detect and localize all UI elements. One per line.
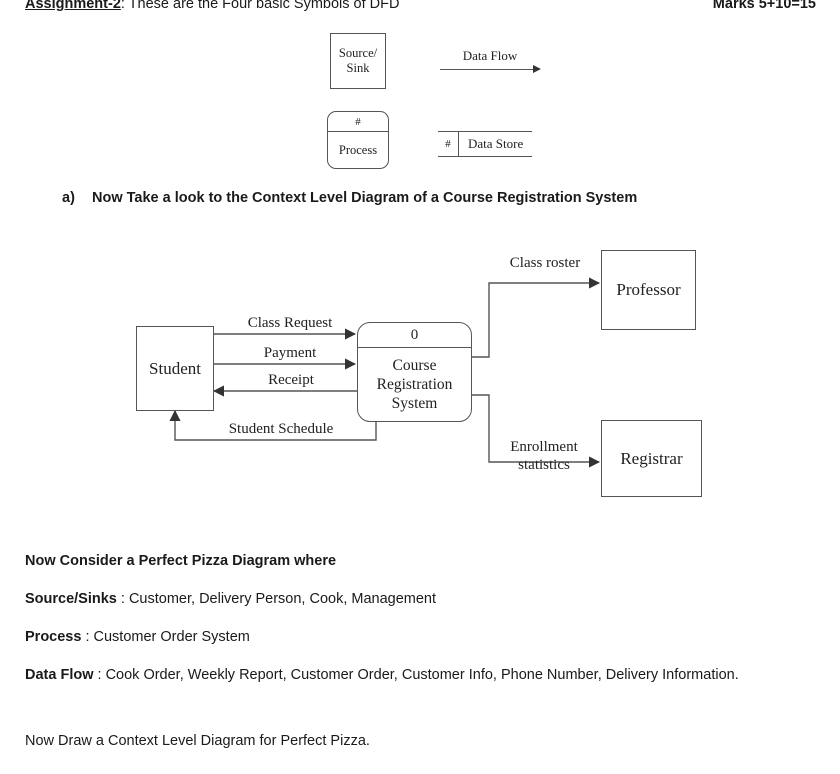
- diagram-connectors: [169, 277, 601, 468]
- flow-label-class-request: Class Request: [247, 315, 333, 331]
- process-course-registration-system: 0 Course Registration System: [357, 322, 472, 422]
- arrow-head-icon: [533, 65, 541, 73]
- assignment-subtitle: : These are the Four basic Symbols of DF…: [120, 0, 400, 12]
- data-store-name: Data Store: [468, 136, 524, 151]
- entity-registrar: Registrar: [601, 420, 702, 497]
- flow-label-student-schedule: Student Schedule: [228, 421, 334, 437]
- symbol-data-flow-line: [440, 69, 535, 70]
- flow-label-payment: Payment: [263, 345, 317, 361]
- question-a-marker: a): [62, 190, 75, 206]
- pizza-source-sinks-line: Source/Sinks : Customer, Delivery Person…: [25, 588, 436, 611]
- flow-label-class-roster: Class roster: [509, 255, 581, 271]
- symbol-process: # Process: [327, 111, 389, 169]
- symbol-data-store: # Data Store: [438, 131, 533, 157]
- pizza-data-flow-label: Data Flow: [25, 667, 94, 683]
- pizza-data-flow-value: : Cook Order, Weekly Report, Customer Or…: [93, 667, 739, 683]
- pizza-draw-instruction: Now Draw a Context Level Diagram for Per…: [25, 733, 370, 749]
- flow-line-enrollment-statistics: [470, 394, 601, 468]
- entity-student: Student: [136, 326, 214, 411]
- pizza-intro-line: Now Consider a Perfect Pizza Diagram whe…: [25, 550, 336, 573]
- pizza-source-sinks-value: : Customer, Delivery Person, Cook, Manag…: [116, 591, 437, 607]
- assignment-heading: Assignment-2: These are the Four basic S…: [25, 0, 399, 12]
- symbol-source-sink: Source/ Sink: [330, 33, 386, 89]
- process-name: Course Registration System: [376, 357, 453, 412]
- flow-label-receipt: Receipt: [268, 372, 314, 388]
- source-sink-line2: Sink: [346, 61, 370, 75]
- marks-label: Marks 5+10=15: [712, 0, 816, 12]
- process-number: 0: [358, 323, 471, 348]
- pizza-source-sinks-label: Source/Sinks: [25, 591, 117, 607]
- pizza-process-value: : Customer Order System: [81, 629, 250, 645]
- process-symbol-name: Process: [338, 142, 378, 157]
- pizza-intro-text: Now Consider a Perfect Pizza Diagram whe…: [25, 553, 337, 569]
- pizza-process-line: Process : Customer Order System: [25, 626, 250, 649]
- assignment-label: Assignment-2: [25, 0, 121, 12]
- source-sink-line1: Source/: [338, 46, 378, 60]
- page-header: Assignment-2: These are the Four basic S…: [0, 0, 840, 18]
- flow-line-student-schedule: [169, 409, 377, 441]
- pizza-process-label: Process: [25, 629, 82, 645]
- dfd-symbol-legend: Source/ Sink # Process Data Flow # Data …: [0, 0, 840, 180]
- symbol-data-flow-label: Data Flow: [462, 48, 518, 63]
- flow-line-class-roster: [470, 277, 601, 358]
- process-symbol-number: #: [328, 112, 388, 132]
- question-a-text: Now Take a look to the Context Level Dia…: [92, 190, 638, 206]
- pizza-data-flow-line: Data Flow : Cook Order, Weekly Report, C…: [25, 664, 825, 687]
- context-level-diagram: Student Professor Registrar 0 Course Reg…: [0, 235, 840, 515]
- data-store-number: #: [438, 132, 459, 156]
- flow-label-enrollment-statistics: Enrollment statistics: [510, 439, 578, 473]
- question-a: a) Now Take a look to the Context Level D…: [62, 190, 637, 206]
- entity-professor: Professor: [601, 250, 696, 330]
